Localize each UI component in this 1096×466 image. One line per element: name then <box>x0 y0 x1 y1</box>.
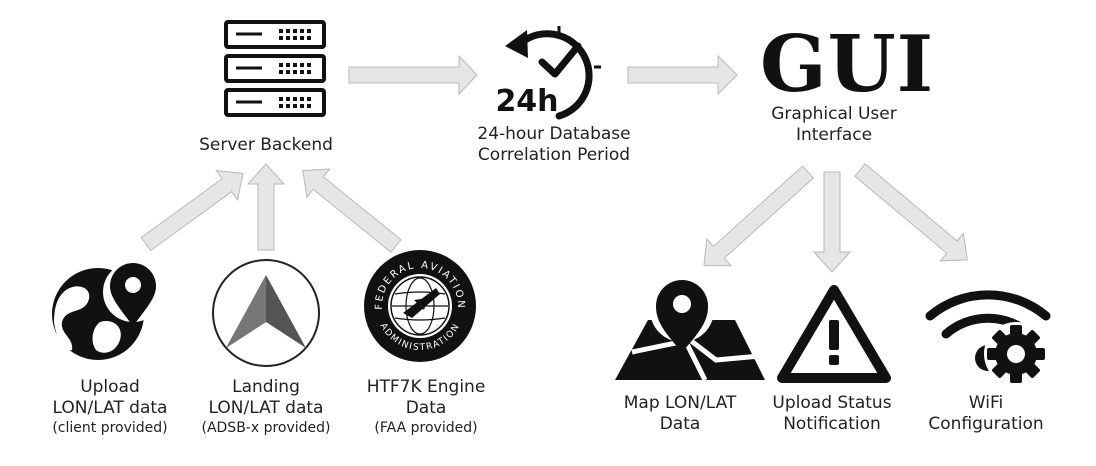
aircraft-delta-icon <box>212 259 320 367</box>
landing-data-line1: Landing <box>232 377 300 397</box>
upload-data-line2: LON/LAT data <box>52 398 168 419</box>
arrow-period-to-gui <box>627 54 738 96</box>
wifi-gear-icon <box>925 290 1051 386</box>
arrow-gui-to-wifi <box>854 163 968 262</box>
database-period-line1: 24-hour Database <box>477 124 631 144</box>
server-backend-label: Server Backend <box>166 135 366 156</box>
landing-data-source: (ADSB-x provided) <box>201 419 331 436</box>
svg-text:24h: 24h <box>495 84 558 119</box>
map-pin-icon <box>615 278 765 382</box>
map-data-label: Map LON/LAT Data <box>590 393 770 436</box>
engine-data-line1: HTF7K Engine <box>366 377 486 397</box>
map-data-line1: Map LON/LAT <box>623 393 737 413</box>
server-icon <box>224 20 326 117</box>
engine-data-source: (FAA provided) <box>374 419 478 436</box>
upload-status-line2: Notification <box>783 414 881 435</box>
wifi-config-line1: WiFi <box>968 393 1004 413</box>
gui-label-line2: Interface <box>795 125 873 146</box>
gui-wordmark-icon: GUI <box>760 19 935 110</box>
landing-data-label: Landing LON/LAT data (ADSB-x provided) <box>176 377 356 437</box>
clock-24h-icon: 24h <box>495 26 601 120</box>
arrow-engine-to-server <box>302 168 402 253</box>
upload-status-label: Upload Status Notification <box>742 393 922 436</box>
upload-status-line1: Upload Status <box>772 393 892 413</box>
server-backend-text: Server Backend <box>199 135 333 155</box>
globe-pin-icon <box>52 262 163 360</box>
upload-data-line1: Upload <box>80 377 140 397</box>
gui-label: Graphical User Interface <box>734 104 934 147</box>
upload-data-source: (client provided) <box>52 419 168 436</box>
arrow-landing-to-server <box>246 163 286 251</box>
arrow-server-to-period <box>348 54 478 96</box>
map-data-line2: Data <box>659 414 701 435</box>
faa-seal-icon: FEDERAL AVIATION ADMINISTRATION <box>364 250 476 362</box>
wifi-config-label: WiFi Configuration <box>896 393 1076 436</box>
engine-data-label: HTF7K Engine Data (FAA provided) <box>336 377 516 437</box>
database-period-label: 24-hour Database Correlation Period <box>454 124 654 167</box>
arrow-gui-to-map <box>703 165 815 267</box>
database-period-line2: Correlation Period <box>477 145 631 166</box>
arrow-upload-to-server <box>140 170 244 252</box>
wifi-config-line2: Configuration <box>928 414 1044 435</box>
upload-data-label: Upload LON/LAT data (client provided) <box>20 377 200 437</box>
landing-data-line2: LON/LAT data <box>208 398 324 419</box>
arrow-gui-to-status <box>812 171 852 273</box>
engine-data-line2: Data <box>405 398 447 419</box>
warning-triangle-icon <box>777 285 891 383</box>
gui-label-line1: Graphical User <box>771 104 897 124</box>
